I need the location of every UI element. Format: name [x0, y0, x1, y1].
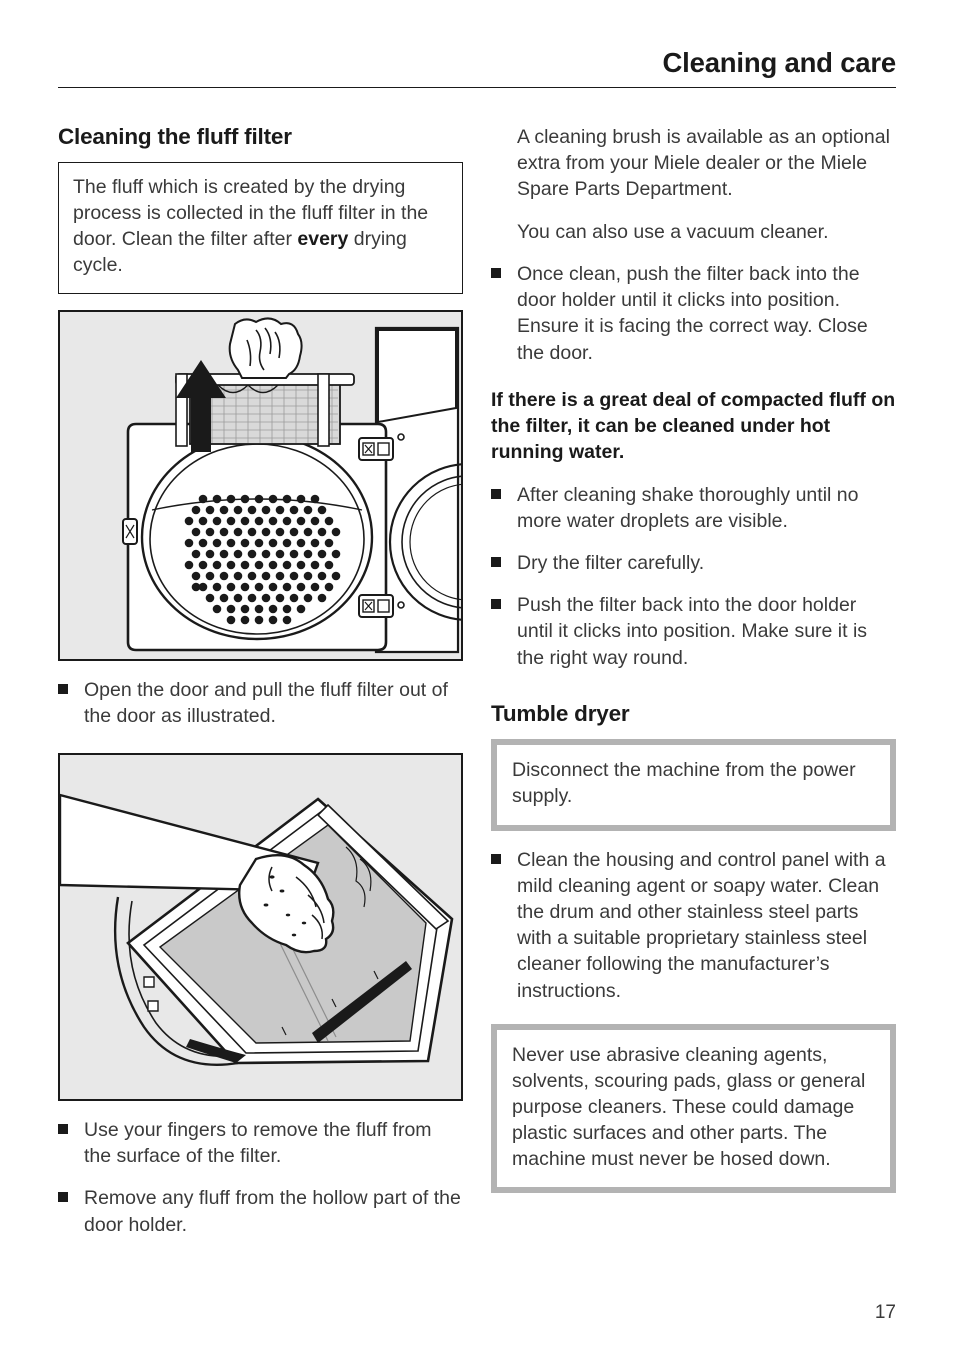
note-text-part-1: The fluff which is created by the drying…	[73, 175, 429, 250]
bullet-remove-fluff-holder: Remove any fluff from the hollow part of…	[58, 1185, 463, 1237]
note-text-emphasis: every	[297, 227, 349, 250]
heading-tumble-dryer: Tumble dryer	[491, 700, 630, 726]
bullet-push-filter-right-way: Push the filter back into the door holde…	[491, 592, 896, 671]
note-box-fluff-filter: The fluff which is created by the drying…	[58, 161, 463, 294]
note-text-part-2: drying cycle.	[73, 227, 407, 276]
hand-illustration	[228, 317, 303, 379]
bullet-use-fingers-text: Use your fingers to remove the fluff fro…	[84, 1119, 432, 1168]
hand-illustration	[238, 853, 335, 954]
bullet-marker-icon	[491, 261, 517, 366]
bullet-open-door-text: Open the door and pull the fluff filter …	[84, 678, 448, 727]
heading-cleaning-the-fluff-filter: Cleaning the fluff filter	[58, 124, 292, 149]
bullet-push-filter-back: Once clean, push the filter back into th…	[491, 261, 896, 366]
paragraph-vacuum-cleaner: You can also use a vacuum cleaner.	[517, 220, 829, 243]
note-box-text: The fluff which is created by the drying…	[73, 175, 448, 279]
door-latch	[122, 517, 138, 545]
warning-box-no-abrasives-text: Never use abrasive cleaning agents, solv…	[512, 1043, 866, 1170]
door-hinge-top	[358, 436, 394, 461]
bullet-push-filter-back-text: Once clean, push the filter back into th…	[517, 262, 868, 364]
page-header: Cleaning and care	[58, 47, 897, 89]
bullet-push-filter-right-way-text: Push the filter back into the door holde…	[517, 594, 868, 669]
figure-filter-removal	[58, 309, 463, 661]
bullet-marker-icon	[491, 592, 517, 671]
bullet-marker-icon	[58, 677, 84, 729]
bullet-clean-housing: Clean the housing and control panel with…	[491, 847, 896, 1004]
bullet-dry-filter-text: Dry the filter carefully.	[517, 551, 705, 574]
arrow-up-icon	[176, 359, 226, 452]
door-hinge-bottom	[358, 593, 394, 618]
right-column: A cleaning brush is available as an opti…	[491, 124, 896, 1194]
bullet-marker-icon	[491, 847, 517, 1004]
figure-filter-wipe-drawing	[60, 755, 461, 1099]
bullet-remove-fluff-holder-text: Remove any fluff from the hollow part of…	[84, 1187, 461, 1236]
bullet-marker-icon	[58, 1185, 84, 1237]
bullet-dry-filter: Dry the filter carefully.	[491, 550, 896, 576]
bullet-use-fingers: Use your fingers to remove the fluff fro…	[58, 1117, 463, 1169]
bullet-marker-icon	[491, 482, 517, 534]
warning-box-disconnect-power-text: Disconnect the machine from the power su…	[512, 758, 856, 807]
warning-box-disconnect-power: Disconnect the machine from the power su…	[491, 738, 896, 831]
header-divider	[58, 87, 896, 89]
figure-filter-wipe	[58, 753, 463, 1101]
figure-filter-removal-drawing	[60, 311, 461, 659]
page-title: Cleaning and care	[662, 47, 897, 78]
bullet-marker-icon	[58, 1117, 84, 1169]
bullet-clean-housing-text: Clean the housing and control panel with…	[517, 848, 886, 1002]
paragraph-compacted-fluff-warning: If there is a great deal of compacted fl…	[491, 388, 896, 463]
bullet-shake-thoroughly: After cleaning shake thoroughly until no…	[491, 482, 896, 534]
page-number: 17	[874, 1302, 896, 1323]
warning-box-no-abrasives: Never use abrasive cleaning agents, solv…	[491, 1023, 896, 1194]
bullet-open-door: Open the door and pull the fluff filter …	[58, 677, 463, 729]
paragraph-cleaning-brush: A cleaning brush is available as an opti…	[517, 126, 890, 201]
bullet-shake-thoroughly-text: After cleaning shake thoroughly until no…	[517, 483, 859, 532]
left-column: Cleaning the fluff filter The fluff whic…	[58, 124, 463, 1238]
bullet-marker-icon	[491, 550, 517, 576]
